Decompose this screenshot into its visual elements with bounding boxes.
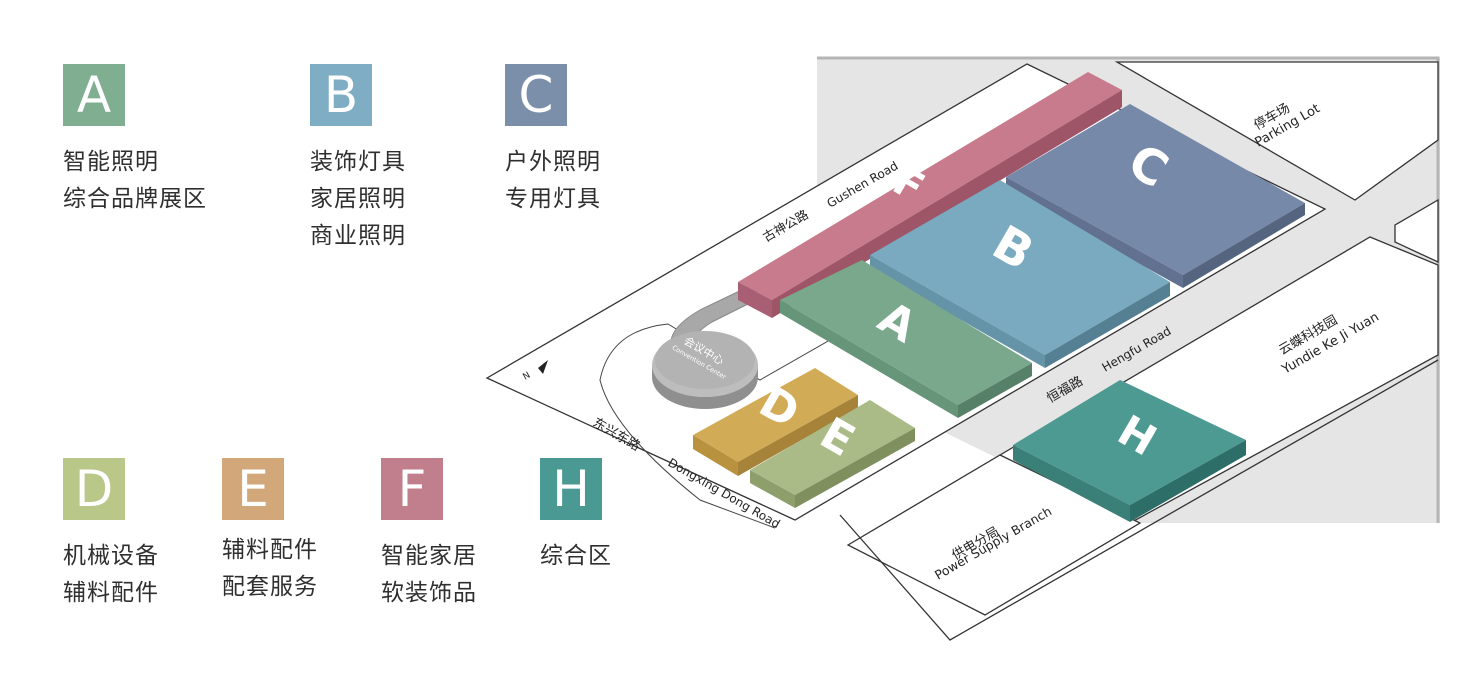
- outer-road-line: [839, 359, 1439, 641]
- legend-a-line-1: 智能照明: [63, 149, 159, 175]
- power-supply-block: [846, 454, 1142, 616]
- legend-hall-a: A 智能照明 综合品牌展区: [63, 64, 207, 218]
- legend-badge-f: F: [381, 458, 443, 520]
- hall-c: [1006, 104, 1305, 288]
- hall-e: [750, 400, 915, 508]
- legend-d-line-2: 辅料配件: [63, 580, 159, 606]
- hall-d: [693, 368, 858, 476]
- legend-hall-b: B 装饰灯具 家居照明 商业照明: [310, 64, 406, 255]
- hall-b: [870, 180, 1170, 368]
- legend-hall-f: F 智能家居 软装饰品: [381, 458, 477, 612]
- legend-hall-d: D 机械设备 辅料配件: [63, 458, 159, 612]
- convention-center: [652, 331, 758, 409]
- legend-h-line-1: 综合区: [540, 543, 612, 569]
- hall-a: [780, 260, 1032, 418]
- legend-badge-h: H: [540, 458, 602, 520]
- legend-b-line-3: 商业照明: [310, 223, 406, 249]
- site-inner-road: [599, 139, 1181, 529]
- legend-d-line-1: 机械设备: [63, 543, 159, 569]
- legend-e-line-1: 辅料配件: [222, 537, 318, 563]
- legend-f-line-1: 智能家居: [381, 543, 477, 569]
- legend-badge-d: D: [63, 458, 125, 520]
- north-label: N: [522, 371, 533, 383]
- hall-h: [1013, 380, 1246, 522]
- legend-hall-c: C 户外照明 专用灯具: [505, 64, 601, 218]
- legend-badge-b: B: [310, 64, 372, 126]
- legend-b-line-2: 家居照明: [310, 186, 406, 212]
- legend-e-line-2: 配套服务: [222, 574, 318, 600]
- north-arrow-icon: N: [522, 360, 548, 383]
- legend-c-line-2: 专用灯具: [505, 186, 601, 212]
- hall-f: [738, 72, 1122, 318]
- map-frame: [817, 56, 1440, 523]
- legend-badge-c: C: [505, 64, 567, 126]
- legend-f-line-2: 软装饰品: [381, 580, 477, 606]
- small-side-block: [1394, 198, 1439, 264]
- legend-hall-h: H 综合区: [540, 458, 612, 575]
- legend-c-line-1: 户外照明: [505, 149, 601, 175]
- parking-lot-block: [1114, 61, 1439, 201]
- legend-a-line-2: 综合品牌展区: [63, 186, 207, 212]
- legend-badge-e: E: [222, 458, 284, 520]
- legend-hall-e: E 辅料配件 配套服务: [222, 458, 318, 606]
- legend-badge-a: A: [63, 64, 125, 126]
- legend-b-line-1: 装饰灯具: [310, 149, 406, 175]
